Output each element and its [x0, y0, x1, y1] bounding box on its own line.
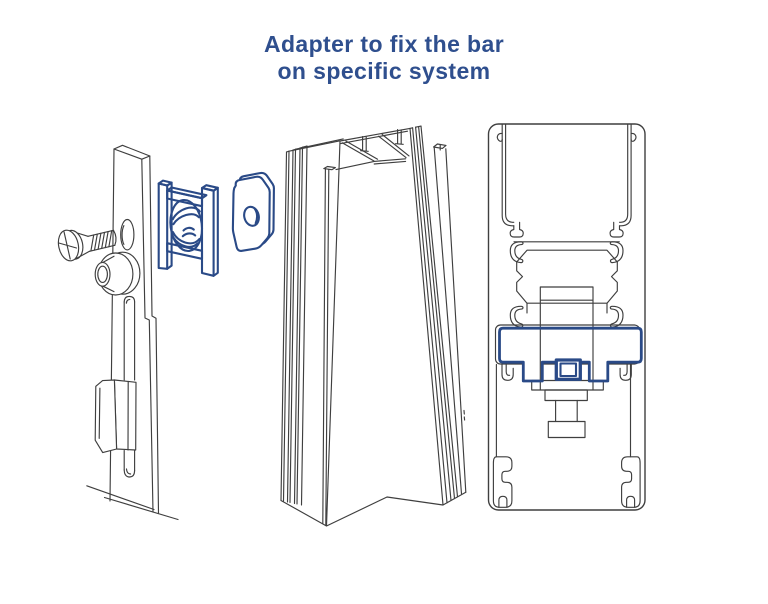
profile-top-hooks [496, 123, 637, 227]
diagram-title: Adapter to fix the bar on specific syste… [0, 31, 768, 85]
hex-block [94, 379, 137, 454]
adapter-bore [169, 198, 204, 253]
flat-bar-3d [86, 144, 179, 521]
profile-outer-wall [487, 123, 646, 511]
phillips-cross [58, 231, 78, 260]
plate-hole [243, 205, 260, 227]
profile-hex-chamber [516, 249, 618, 304]
bar-profile-3d [280, 125, 467, 527]
title-line-2: on specific system [277, 58, 491, 84]
profile-bottom-hooks [492, 456, 641, 508]
bar-upper-slot [120, 218, 135, 251]
system-profile-section [463, 123, 646, 511]
hidden-line-dashes [463, 409, 466, 421]
break-line [86, 485, 155, 511]
fixing-screw-section [531, 286, 604, 439]
break-line [103, 496, 179, 521]
bar-long-slot [123, 295, 136, 303]
adapter-nut-pocket [554, 358, 582, 381]
bar-adapter-3d [157, 179, 219, 277]
screw-threads [90, 230, 113, 252]
fixing-screw-3d [57, 229, 117, 262]
adapter-plate-3d [231, 171, 275, 252]
rivet-boss [94, 251, 141, 296]
title-line-1: Adapter to fix the bar [263, 31, 505, 57]
bar-top-face [113, 144, 151, 160]
adapter-section [498, 286, 643, 439]
